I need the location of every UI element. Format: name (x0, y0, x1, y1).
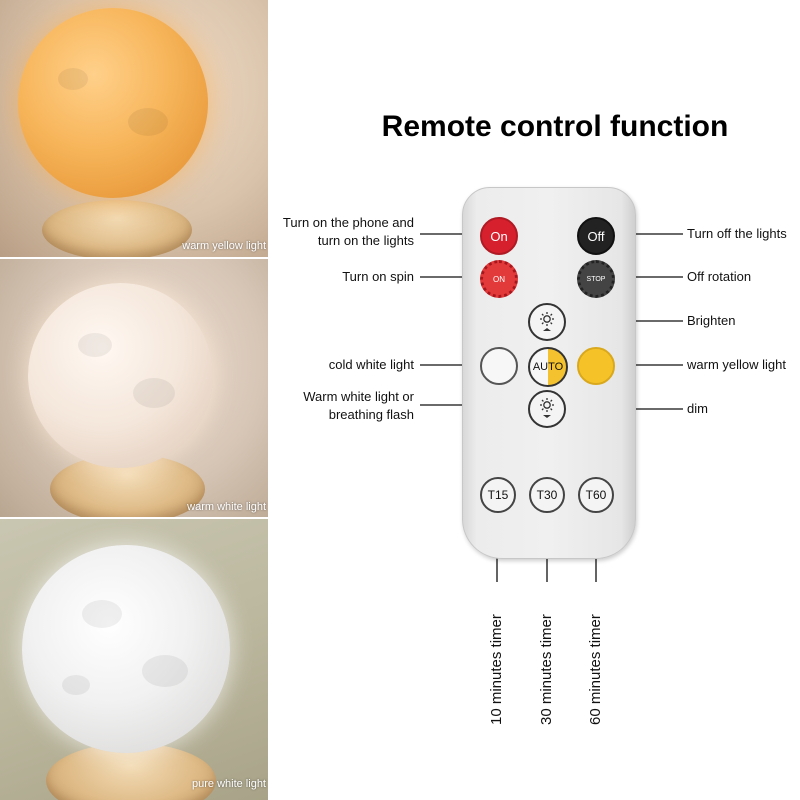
moon-lamp-pure-white (22, 545, 230, 753)
label-auto-line2: breathing flash (328, 407, 414, 422)
dim-button[interactable] (528, 390, 566, 428)
warm-yellow-button[interactable] (577, 347, 615, 385)
photo-pure-white: pure white light (0, 519, 268, 800)
timer-60-button[interactable]: T60 (578, 477, 614, 513)
photo-label: warm white light (187, 501, 266, 513)
photo-warm-yellow: warm yellow light (0, 0, 268, 257)
moon-lamp-warm-yellow (18, 8, 208, 198)
label-power-off: Turn off the lights (687, 226, 787, 241)
photo-label: pure white light (192, 778, 266, 790)
label-warm-yellow: warm yellow light (687, 357, 786, 372)
spin-on-button[interactable]: ON (480, 260, 518, 298)
timer-30-button[interactable]: T30 (529, 477, 565, 513)
label-cold-white: cold white light (328, 357, 414, 372)
label-timer-15: 10 minutes timer (488, 614, 505, 725)
spin-stop-button[interactable]: STOP (577, 260, 615, 298)
photo-label: warm yellow light (182, 240, 266, 252)
brighten-button[interactable] (528, 303, 566, 341)
label-timer-30: 30 minutes timer (538, 614, 555, 725)
power-off-button[interactable]: Off (577, 217, 615, 255)
label-spin-off: Off rotation (687, 269, 752, 284)
label-auto: Warm white light or breathing flash (303, 388, 414, 424)
label-brighten: Brighten (687, 313, 736, 328)
cold-white-button[interactable] (480, 347, 518, 385)
photo-warm-white: warm white light (0, 259, 268, 517)
wooden-base (42, 200, 192, 257)
label-power-on-line1: Turn on the phone and (282, 215, 414, 230)
label-power-on: Turn on the phone and turn on the lights (283, 214, 414, 250)
label-dim: dim (687, 401, 708, 416)
sun-down-icon (540, 398, 554, 418)
auto-button[interactable]: AUTO (528, 347, 568, 387)
power-on-button[interactable]: On (480, 217, 518, 255)
label-timer-60: 60 minutes timer (587, 614, 604, 725)
page-title: Remote control function (381, 110, 729, 143)
label-power-on-line2: turn on the lights (317, 233, 414, 248)
moon-lamp-warm-white (28, 283, 213, 468)
label-spin-on: Turn on spin (342, 269, 414, 284)
sun-up-icon (540, 312, 554, 331)
timer-15-button[interactable]: T15 (480, 477, 516, 513)
label-auto-line1: Warm white light or (303, 389, 414, 404)
